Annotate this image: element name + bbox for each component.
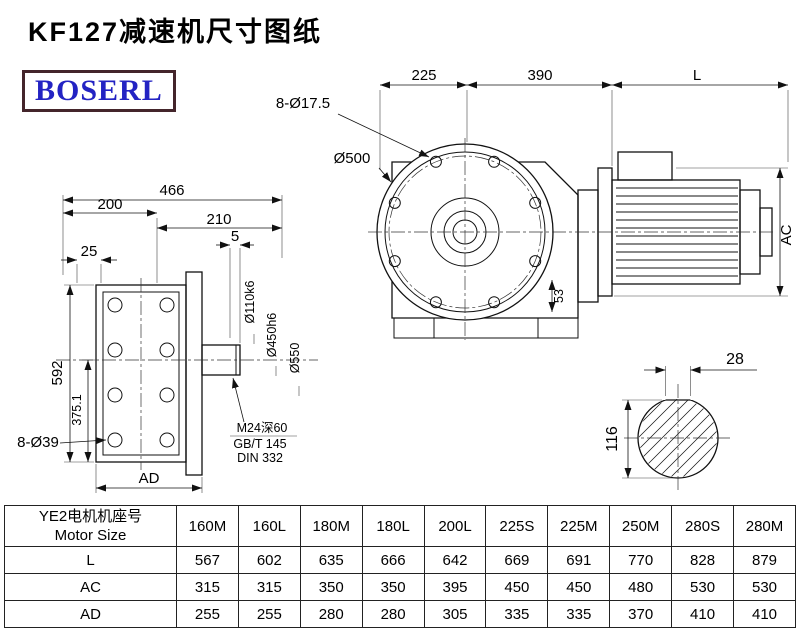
technical-drawing: 225 390 L AC 8-Ø17.5 Ø500 53 bbox=[17, 67, 795, 493]
row-label: AD bbox=[4, 600, 177, 628]
motor-fins bbox=[616, 187, 738, 277]
dim-25: 25 bbox=[81, 243, 98, 260]
col-header: 160M bbox=[176, 505, 239, 547]
label-spigot-diameter: Ø450h6 bbox=[265, 313, 279, 358]
dim-5: 5 bbox=[231, 228, 239, 245]
flange-bolt-holes bbox=[388, 155, 542, 309]
dim-value: 602 bbox=[237, 546, 301, 574]
col-header: 180L bbox=[361, 505, 425, 547]
dim-value: 410 bbox=[733, 600, 796, 628]
dim-value: 335 bbox=[485, 600, 549, 628]
dim-value: 567 bbox=[176, 546, 239, 574]
col-header: 180M bbox=[299, 505, 363, 547]
dim-AC: AC bbox=[778, 224, 795, 245]
dim-466: 466 bbox=[159, 182, 184, 199]
label-tapped-hole: M24深60 bbox=[237, 421, 288, 435]
label-bolt-holes-side: 8-Ø39 bbox=[17, 434, 59, 451]
dim-value: 315 bbox=[176, 573, 239, 601]
col-header: 200L bbox=[423, 505, 487, 547]
brand-logo: BOSERL bbox=[22, 70, 176, 112]
table-header-row: YE2电机机座号 Motor Size 160M 160L 180M 180L … bbox=[4, 505, 796, 547]
header-motor-size-en: Motor Size bbox=[54, 527, 127, 544]
dim-value: 280 bbox=[361, 600, 425, 628]
dim-AD: AD bbox=[139, 470, 160, 487]
dim-value: 828 bbox=[671, 546, 735, 574]
dim-value: 335 bbox=[547, 600, 611, 628]
dim-value: 350 bbox=[299, 573, 363, 601]
dim-200: 200 bbox=[97, 196, 122, 213]
label-standard-1: GB/T 145 bbox=[233, 437, 286, 451]
table-row-AD: AD 255 255 280 280 305 335 335 370 410 4… bbox=[4, 600, 796, 628]
front-view: 225 390 L AC 8-Ø17.5 Ø500 53 bbox=[276, 67, 795, 340]
dim-value: 370 bbox=[609, 600, 673, 628]
col-header: 250M bbox=[609, 505, 673, 547]
row-label: L bbox=[4, 546, 177, 574]
dim-value: 669 bbox=[485, 546, 549, 574]
dim-value: 530 bbox=[671, 573, 735, 601]
dim-L: L bbox=[693, 67, 701, 84]
dim-375: 375.1 bbox=[70, 394, 84, 425]
dim-value: 691 bbox=[547, 546, 611, 574]
dim-225: 225 bbox=[411, 67, 436, 84]
col-header: 280M bbox=[733, 505, 796, 547]
dim-210: 210 bbox=[206, 211, 231, 228]
dim-value: 305 bbox=[423, 600, 487, 628]
dim-28: 28 bbox=[726, 351, 744, 368]
motor-size-table: YE2电机机座号 Motor Size 160M 160L 180M 180L … bbox=[4, 505, 796, 628]
col-header: 160L bbox=[237, 505, 301, 547]
dim-390: 390 bbox=[527, 67, 552, 84]
header-motor-size: YE2电机机座号 Motor Size bbox=[4, 505, 177, 547]
dim-value: 315 bbox=[237, 573, 301, 601]
dim-value: 395 bbox=[423, 573, 487, 601]
dim-116: 116 bbox=[604, 426, 621, 452]
dim-value: 350 bbox=[361, 573, 425, 601]
dim-value: 450 bbox=[485, 573, 549, 601]
dim-value: 530 bbox=[733, 573, 796, 601]
dim-value: 255 bbox=[176, 600, 239, 628]
label-flange-od: Ø550 bbox=[288, 343, 302, 374]
label-flange-diameter: Ø500 bbox=[334, 150, 371, 167]
row-label: AC bbox=[4, 573, 177, 601]
shaft-section-view: 28 116 bbox=[604, 351, 757, 490]
label-standard-2: DIN 332 bbox=[237, 451, 283, 465]
side-view: 466 200 210 5 25 592 375.1 8-Ø39 AD Ø110… bbox=[17, 182, 318, 493]
dim-value: 642 bbox=[423, 546, 487, 574]
col-header: 280S bbox=[671, 505, 735, 547]
header-motor-size-cn: YE2电机机座号 bbox=[38, 508, 143, 525]
col-header: 225M bbox=[547, 505, 611, 547]
col-header: 225S bbox=[485, 505, 549, 547]
label-shaft-diameter: Ø110k6 bbox=[243, 281, 257, 324]
dim-value: 480 bbox=[609, 573, 673, 601]
dim-592: 592 bbox=[49, 360, 66, 385]
table-row-L: L 567 602 635 666 642 669 691 770 828 87… bbox=[4, 546, 796, 574]
dim-value: 770 bbox=[609, 546, 673, 574]
page-title: KF127减速机尺寸图纸 bbox=[28, 17, 323, 47]
dim-value: 635 bbox=[299, 546, 363, 574]
table-row-AC: AC 315 315 350 350 395 450 450 480 530 5… bbox=[4, 573, 796, 601]
dim-value: 410 bbox=[671, 600, 735, 628]
dim-value: 666 bbox=[361, 546, 425, 574]
face-bolt-holes bbox=[107, 297, 175, 448]
dim-value: 280 bbox=[299, 600, 363, 628]
label-bolt-holes-front: 8-Ø17.5 bbox=[276, 95, 330, 112]
dim-value: 255 bbox=[237, 600, 301, 628]
dim-value: 879 bbox=[733, 546, 796, 574]
dim-value: 450 bbox=[547, 573, 611, 601]
dim-53: 53 bbox=[552, 289, 566, 303]
